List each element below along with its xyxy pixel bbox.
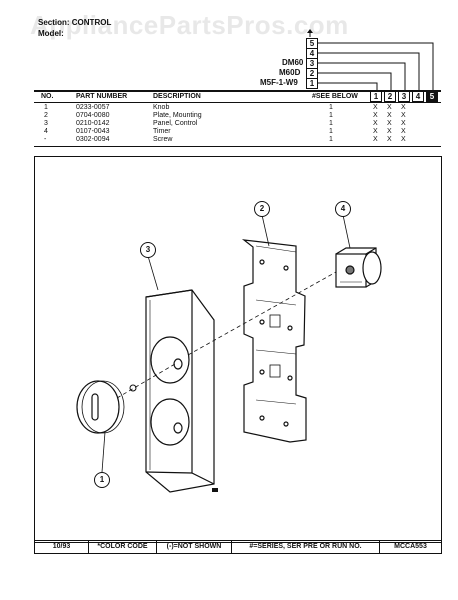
table-row: 2 0704-0080 Plate, Mounting 1 X X X — [0, 112, 458, 120]
row-mark-2: X — [387, 136, 392, 143]
row-mark-3: X — [401, 120, 406, 127]
row-description: Timer — [153, 128, 171, 135]
row-qty: 1 — [329, 104, 333, 111]
row-mark-1: X — [373, 128, 378, 135]
callout-1: 1 — [94, 472, 110, 488]
callout-2: 2 — [254, 201, 270, 217]
model-name-m5f-1-w9: M5F-1-W9 — [260, 78, 298, 87]
row-no: 3 — [44, 120, 48, 127]
table-row: - 0302-0094 Screw 1 X X X — [0, 136, 458, 144]
row-qty: 1 — [329, 136, 333, 143]
mounting-plate-drawing — [241, 239, 307, 443]
row-description: Knob — [153, 104, 170, 111]
row-qty: 1 — [329, 128, 333, 135]
col-header-model-1: 1 — [370, 91, 382, 102]
table-row: 1 0233-0057 Knob 1 X X X — [0, 104, 458, 112]
row-mark-1: X — [373, 120, 378, 127]
row-no: 1 — [44, 104, 48, 111]
col-header-model-4: 4 — [412, 91, 424, 102]
table-header-rule — [34, 102, 441, 103]
table-row: 3 0210-0142 Panel, Control 1 X X X — [0, 120, 458, 128]
callout-leaders — [101, 214, 351, 473]
col-header-model-5: 5 — [426, 91, 438, 102]
footer-series-note: #=SERIES, SER PRE OR RUN NO. — [232, 541, 380, 553]
callout-4: 4 — [335, 201, 351, 217]
model-label: Model: — [38, 29, 64, 38]
model-box-1: 1 — [306, 78, 318, 89]
col-header-see-below: #SEE BELOW — [312, 93, 358, 100]
table-row: 4 0107-0043 Timer 1 X X X — [0, 128, 458, 136]
table-bottom-rule — [34, 146, 441, 147]
watermark: AppliancePartsPros.com — [30, 10, 349, 40]
screw-drawing — [129, 384, 137, 392]
row-qty: 1 — [329, 120, 333, 127]
col-header-description: DESCRIPTION — [153, 93, 201, 100]
row-mark-1: X — [373, 136, 378, 143]
row-mark-1: X — [373, 112, 378, 119]
col-header-no: NO. — [41, 93, 54, 100]
row-mark-3: X — [401, 136, 406, 143]
row-mark-3: X — [401, 128, 406, 135]
knob-drawing — [76, 380, 125, 434]
row-no: 2 — [44, 112, 48, 119]
model-connector-lines — [307, 29, 434, 91]
row-mark-1: X — [373, 104, 378, 111]
footer-date: 10/93 — [35, 541, 89, 553]
row-qty: 1 — [329, 112, 333, 119]
callout-3: 3 — [140, 242, 156, 258]
row-mark-3: X — [401, 112, 406, 119]
row-description: Screw — [153, 136, 173, 143]
row-part-number: 0704-0080 — [76, 112, 110, 119]
row-mark-2: X — [387, 104, 392, 111]
row-mark-2: X — [387, 112, 392, 119]
table-top-rule — [34, 90, 441, 92]
row-description: Panel, Control — [153, 120, 198, 127]
row-part-number: 0233-0057 — [76, 104, 110, 111]
row-no: - — [44, 136, 47, 143]
row-part-number: 0302-0094 — [76, 136, 110, 143]
control-panel-drawing — [145, 289, 218, 493]
row-mark-2: X — [387, 128, 392, 135]
assembly-dash-lines — [116, 271, 337, 399]
section-label: Section: CONTROL — [38, 18, 112, 27]
col-header-model-2: 2 — [384, 91, 396, 102]
footer-not-shown: (-)=NOT SHOWN — [157, 541, 232, 553]
row-mark-3: X — [401, 104, 406, 111]
footer-page-code: MCCA553 — [394, 543, 427, 550]
col-header-part-number: PART NUMBER — [76, 93, 128, 100]
diagram-frame — [34, 156, 442, 543]
row-part-number: 0210-0142 — [76, 120, 110, 127]
model-name-m60d: M60D — [279, 68, 301, 77]
model-name-dm60: DM60 — [282, 58, 304, 67]
row-no: 4 — [44, 128, 48, 135]
row-part-number: 0107-0043 — [76, 128, 110, 135]
row-description: Plate, Mounting — [153, 112, 202, 119]
timer-drawing — [335, 247, 382, 288]
footer-bar: 10/93 *COLOR CODE (-)=NOT SHOWN #=SERIES… — [34, 540, 442, 554]
footer-color-code: *COLOR CODE — [89, 541, 157, 553]
col-header-model-3: 3 — [398, 91, 410, 102]
row-mark-2: X — [387, 120, 392, 127]
